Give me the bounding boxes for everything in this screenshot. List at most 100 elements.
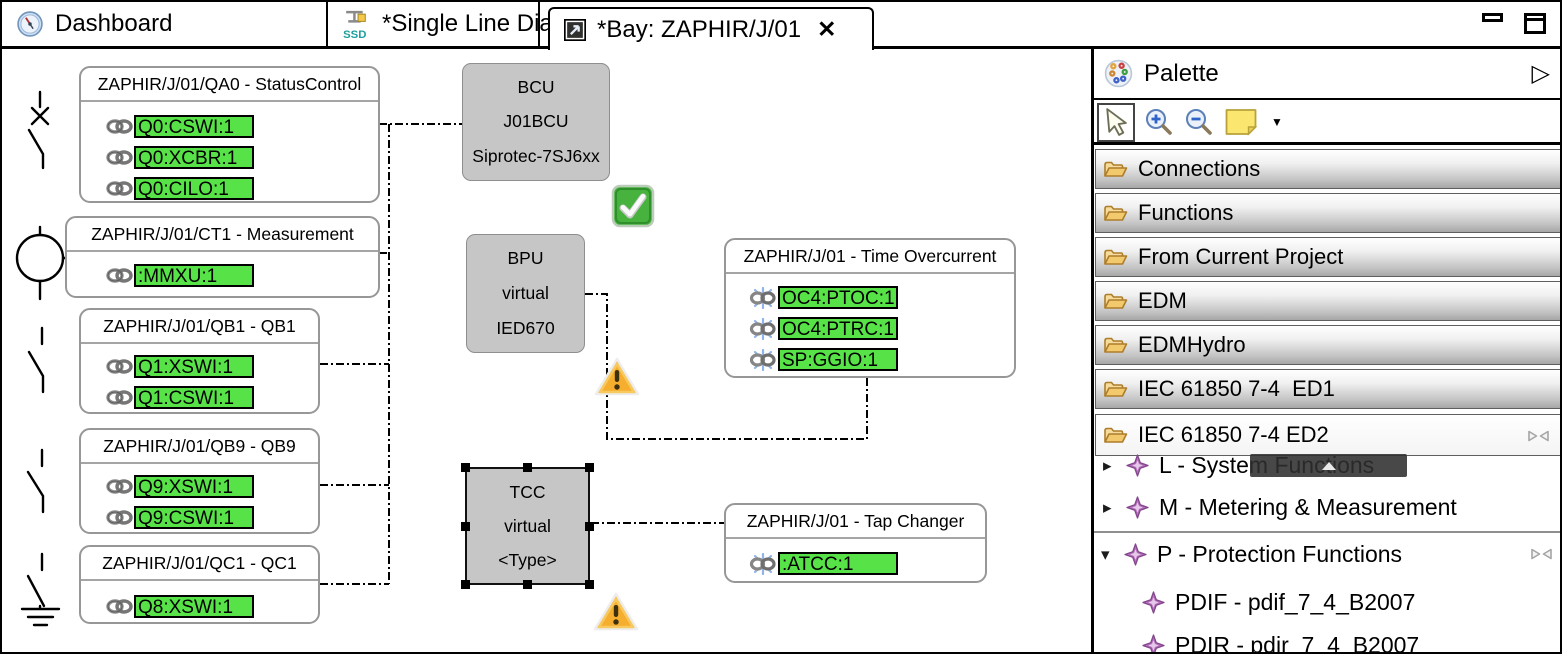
select-tool-button[interactable] bbox=[1097, 102, 1135, 142]
sld-breaker-symbol[interactable] bbox=[27, 90, 50, 170]
expand-arrow-icon[interactable]: ▾ bbox=[1101, 544, 1110, 564]
palette-panel: Palette ▷ ▼ Connections Functions From C… bbox=[1094, 49, 1560, 654]
logical-node-chip[interactable]: Q9:CSWI:1 bbox=[134, 506, 254, 529]
ied-box-bcu[interactable]: BCU J01BCU Siprotec-7SJ6xx bbox=[462, 63, 610, 181]
zoom-in-icon[interactable] bbox=[1144, 107, 1174, 137]
logical-node-chip[interactable]: Q1:CSWI:1 bbox=[134, 386, 254, 409]
sld-earthing-switch-symbol[interactable] bbox=[20, 552, 61, 627]
logical-node-chip[interactable]: Q0:CILO:1 bbox=[134, 177, 254, 200]
tab-bay-zaphir-j01[interactable]: *Bay: ZAPHIR/J/01 ✕ bbox=[548, 7, 874, 50]
logical-node-chip[interactable]: Q1:XSWI:1 bbox=[134, 355, 254, 378]
function-block-qb1[interactable]: ZAPHIR/J/01/QB1 - QB1 Q1:XSWI:1 Q1:CSWI:… bbox=[79, 308, 320, 414]
palette-drawer-iec61850-7-4-ed1[interactable]: IEC 61850 7-4 ED1 bbox=[1095, 369, 1560, 409]
palette-drawer-edm[interactable]: EDM bbox=[1095, 281, 1560, 321]
selection-handle[interactable] bbox=[585, 522, 594, 531]
function-block-tap-changer[interactable]: ZAPHIR/J/01 - Tap Changer :ATCC:1 bbox=[724, 503, 987, 583]
selection-handle[interactable] bbox=[585, 463, 594, 472]
svg-text:SSD: SSD bbox=[343, 28, 366, 39]
function-block-qa0[interactable]: ZAPHIR/J/01/QA0 - StatusControl Q0:CSWI:… bbox=[79, 66, 380, 203]
logical-node-chip[interactable]: :ATCC:1 bbox=[778, 552, 898, 575]
function-block-title: ZAPHIR/J/01 - Time Overcurrent bbox=[726, 240, 1014, 274]
close-tab-icon[interactable]: ✕ bbox=[817, 16, 837, 42]
tab-dashboard[interactable]: Dashboard bbox=[2, 2, 328, 46]
logical-node-chip[interactable]: OC4:PTOC:1 bbox=[778, 286, 898, 309]
function-block-time-overcurrent[interactable]: ZAPHIR/J/01 - Time Overcurrent OC4:PTOC:… bbox=[724, 238, 1016, 378]
palette-drawer-from-current-project[interactable]: From Current Project bbox=[1095, 237, 1560, 277]
group-label: M - Metering & Measurement bbox=[1159, 494, 1457, 520]
palette-drawer-iec61850-7-4-ed2[interactable]: IEC 61850 7-4 ED2 bbox=[1095, 414, 1560, 456]
logical-node-row[interactable]: Q9:XSWI:1 bbox=[106, 475, 318, 498]
palette-group-protection-functions[interactable]: ▾ P - Protection Functions bbox=[1101, 541, 1402, 568]
logical-node-row[interactable]: Q0:CSWI:1 bbox=[106, 115, 378, 138]
maximize-icon[interactable] bbox=[1524, 13, 1546, 34]
ied-name: virtual bbox=[502, 283, 549, 303]
expand-arrow-icon[interactable]: ▸ bbox=[1103, 497, 1112, 517]
palette-drawer-functions[interactable]: Functions bbox=[1095, 193, 1560, 233]
expand-arrow-icon[interactable]: ▸ bbox=[1103, 455, 1112, 475]
logical-node-chip[interactable]: Q8:XSWI:1 bbox=[134, 595, 254, 618]
logical-node-row[interactable]: Q0:XCBR:1 bbox=[106, 146, 378, 169]
palette-item-pdif[interactable]: PDIF - pdif_7_4_B2007 bbox=[1142, 589, 1415, 616]
selection-handle[interactable] bbox=[523, 580, 532, 589]
function-block-qb9[interactable]: ZAPHIR/J/01/QB9 - QB9 Q9:XSWI:1 Q9:CSWI:… bbox=[79, 428, 320, 534]
logical-node-row[interactable]: OC4:PTOC:1 bbox=[749, 286, 1014, 309]
sld-disconnector-symbol[interactable] bbox=[27, 326, 45, 394]
selection-handle[interactable] bbox=[461, 580, 470, 589]
palette-drawer-edmhydro[interactable]: EDMHydro bbox=[1095, 325, 1560, 365]
logical-node-row[interactable]: Q1:XSWI:1 bbox=[106, 355, 318, 378]
ssd-icon: SSD bbox=[342, 9, 371, 40]
logical-node-row[interactable]: SP:GGIO:1 bbox=[749, 348, 1014, 371]
ln-star-icon bbox=[1142, 634, 1165, 652]
item-label: PDIR - pdir_7_4_B2007 bbox=[1175, 632, 1420, 654]
selection-handle[interactable] bbox=[585, 580, 594, 589]
logical-node-chip[interactable]: Q0:XCBR:1 bbox=[134, 146, 254, 169]
minimize-icon[interactable] bbox=[1482, 13, 1503, 22]
folder-icon bbox=[1103, 203, 1128, 223]
function-block-ct1[interactable]: ZAPHIR/J/01/CT1 - Measurement :MMXU:1 bbox=[65, 216, 380, 298]
palette-header[interactable]: Palette ▷ bbox=[1094, 49, 1560, 100]
ln-star-icon bbox=[1142, 591, 1165, 614]
selection-handle[interactable] bbox=[461, 522, 470, 531]
note-dropdown-icon[interactable]: ▼ bbox=[1271, 115, 1283, 129]
palette-drawer-connections[interactable]: Connections bbox=[1095, 149, 1560, 189]
logical-node-chip[interactable]: :MMXU:1 bbox=[134, 264, 254, 287]
logical-node-row[interactable]: :MMXU:1 bbox=[106, 264, 378, 287]
palette-icon bbox=[1104, 59, 1133, 88]
selection-handle[interactable] bbox=[523, 463, 532, 472]
logical-node-row[interactable]: :ATCC:1 bbox=[749, 552, 985, 575]
logical-node-row[interactable]: Q8:XSWI:1 bbox=[106, 595, 318, 618]
unlinked-icon bbox=[749, 317, 777, 340]
logical-node-row[interactable]: Q9:CSWI:1 bbox=[106, 506, 318, 529]
pin-drawer-icon[interactable] bbox=[1527, 429, 1550, 443]
open-diagram-icon bbox=[564, 18, 586, 41]
note-tool-icon[interactable] bbox=[1224, 107, 1261, 137]
scroll-up-indicator[interactable] bbox=[1250, 454, 1407, 477]
logical-node-chip[interactable]: Q9:XSWI:1 bbox=[134, 475, 254, 498]
tab-label: Dashboard bbox=[55, 10, 173, 37]
logical-node-row[interactable]: Q1:CSWI:1 bbox=[106, 386, 318, 409]
ied-product: <Type> bbox=[498, 549, 557, 570]
logical-node-chip[interactable]: SP:GGIO:1 bbox=[778, 348, 898, 371]
logical-node-chip[interactable]: Q0:CSWI:1 bbox=[134, 115, 254, 138]
zoom-out-icon[interactable] bbox=[1184, 107, 1214, 137]
function-block-qc1[interactable]: ZAPHIR/J/01/QC1 - QC1 Q8:XSWI:1 bbox=[79, 545, 320, 624]
palette-divider[interactable] bbox=[1091, 48, 1094, 652]
palette-collapse-icon[interactable]: ▷ bbox=[1531, 60, 1550, 87]
palette-item-pdir[interactable]: PDIR - pdir_7_4_B2007 bbox=[1142, 632, 1420, 654]
pin-group-icon[interactable] bbox=[1530, 547, 1553, 561]
ied-box-tcc[interactable]: TCC virtual <Type> bbox=[465, 467, 590, 585]
tab-single-line-diagram[interactable]: SSD *Single Line Diagram bbox=[328, 2, 607, 46]
linked-icon bbox=[106, 180, 133, 197]
logical-node-row[interactable]: Q0:CILO:1 bbox=[106, 177, 378, 200]
selection-handle[interactable] bbox=[461, 463, 470, 472]
logical-node-row[interactable]: OC4:PTRC:1 bbox=[749, 317, 1014, 340]
palette-separator bbox=[1094, 531, 1560, 533]
ied-type: BPU bbox=[507, 248, 544, 268]
sld-disconnector-symbol[interactable] bbox=[26, 448, 45, 514]
drawer-label: EDM bbox=[1138, 288, 1187, 313]
linked-icon bbox=[106, 358, 133, 375]
ied-box-bpu[interactable]: BPU virtual IED670 bbox=[466, 234, 585, 353]
logical-node-chip[interactable]: OC4:PTRC:1 bbox=[778, 317, 898, 340]
palette-group-metering-measurement[interactable]: ▸ M - Metering & Measurement bbox=[1103, 494, 1457, 521]
